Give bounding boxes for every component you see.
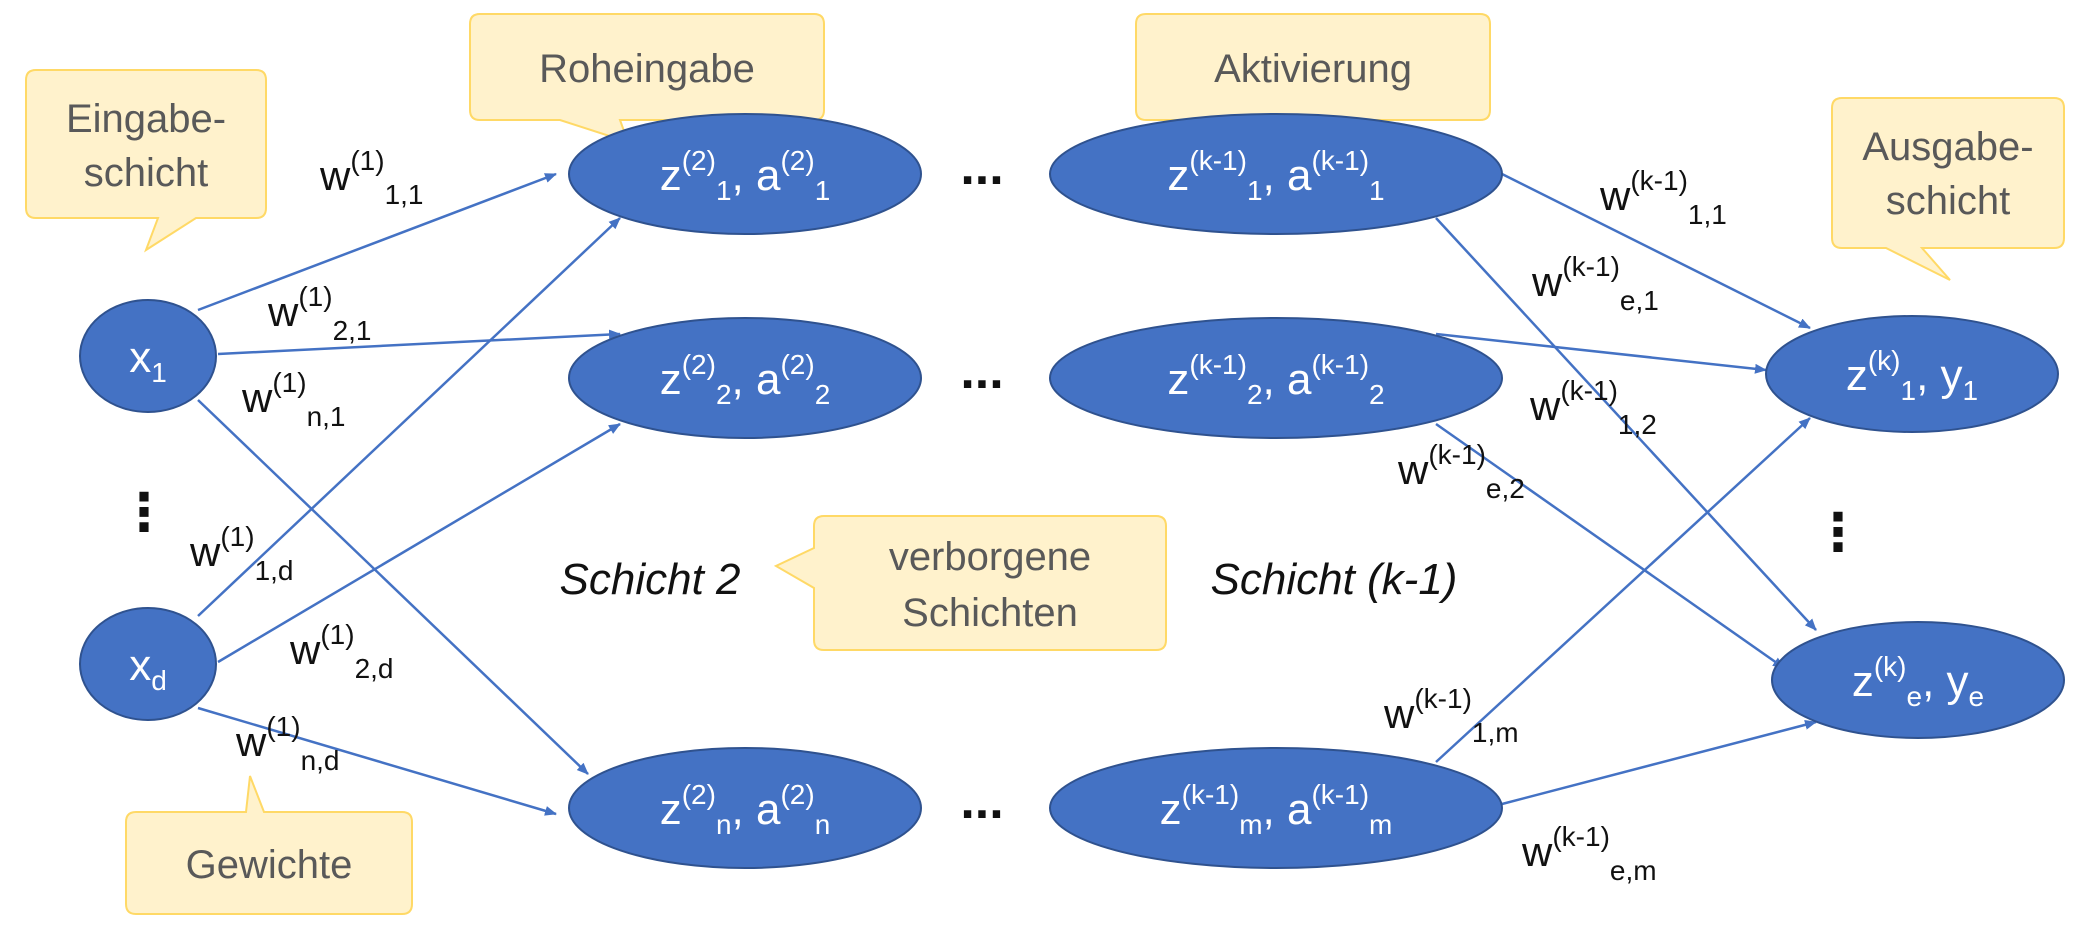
edge-lk1-m-out-1 (1435, 417, 1811, 763)
hidden-layer-k-1: z(k-1)1, a(k-1)1 z(k-1)2, a(k-1)2 z(k-1)… (1049, 113, 1503, 869)
node-x1: x1 (79, 299, 217, 413)
svg-text:z(k-1)1, a(k-1)1: z(k-1)1, a(k-1)1 (1167, 145, 1384, 206)
callout-verborgene-schichten: verborgene Schichten (773, 515, 1167, 651)
callout-gewichte: Gewichte (125, 775, 413, 915)
edge-xd-l2-n (197, 706, 557, 816)
hidden-layer-2: z(2)1, a(2)1 z(2)2, a(2)2 z(2)n, a(2)n (568, 113, 922, 869)
dots-vertical-input: ⋮ (118, 484, 170, 542)
edge-x1-l2-n (197, 399, 589, 775)
label-schicht-2: Schicht 2 (560, 555, 741, 604)
weight-wk12: w(k-1)1,2 (1529, 375, 1657, 440)
edge-lk1-m-out-e (1501, 719, 1817, 806)
label-schicht-k-1: Schicht (k-1) (1211, 555, 1458, 604)
callout-eingabe-line1: Eingabe- (66, 97, 226, 141)
weight-wn1: w(1)n,1 (241, 367, 346, 432)
callout-roheingabe: Roheingabe (469, 13, 825, 144)
node-lk1-1: z(k-1)1, a(k-1)1 (1049, 113, 1503, 235)
dots-row-2: ... (960, 342, 1003, 400)
weight-labels: w(1)1,1 w(1)2,1 w(1)n,1 w(1)1,d w(1)2,d … (189, 145, 1727, 886)
weight-w11: w(1)1,1 (319, 145, 424, 210)
weight-wke2: w(k-1)e,2 (1397, 439, 1525, 504)
callout-aktivierung: Aktivierung (1135, 13, 1491, 144)
svg-text:z(k-1)m, a(k-1)m: z(k-1)m, a(k-1)m (1160, 779, 1393, 840)
weight-wk1m: w(k-1)1,m (1383, 683, 1519, 748)
svg-text:x1: x1 (129, 333, 167, 388)
svg-text:z(k)1, y1: z(k)1, y1 (1846, 345, 1978, 406)
dots-row-1: ... (960, 138, 1003, 196)
input-layer: x1 xd (79, 299, 217, 721)
edge-x1-l2-1 (197, 172, 557, 312)
callout-verborgen-line2: Schichten (902, 591, 1078, 635)
ellipses: ... ... ... ⋮ ⋮ (118, 138, 1864, 830)
dots-row-n: ... (960, 772, 1003, 830)
edge-lk1-1-out-1 (1501, 172, 1811, 330)
weight-wnd: w(1)n,d (235, 711, 340, 776)
weight-wkem: w(k-1)e,m (1521, 821, 1657, 886)
edge-lk1-2-out-1 (1435, 332, 1767, 374)
node-l2-n: z(2)n, a(2)n (568, 747, 922, 869)
node-xd: xd (79, 607, 217, 721)
dots-vertical-output: ⋮ (1812, 504, 1864, 562)
svg-text:z(2)2, a(2)2: z(2)2, a(2)2 (660, 349, 831, 410)
node-l2-1: z(2)1, a(2)1 (568, 113, 922, 235)
callout-ausgabe-line2: schicht (1886, 179, 2011, 223)
callout-ausgabe-line1: Ausgabe- (1862, 125, 2033, 169)
svg-text:xd: xd (129, 641, 167, 696)
callout-verborgen-line1: verborgene (889, 535, 1091, 579)
callout-gewichte-text: Gewichte (186, 843, 353, 887)
svg-text:z(k-1)2, a(k-1)2: z(k-1)2, a(k-1)2 (1167, 349, 1384, 410)
callout-eingabe-line2: schicht (84, 151, 209, 195)
edge-lk1-1-out-e (1435, 217, 1817, 631)
weight-wke1: w(k-1)e,1 (1531, 251, 1659, 316)
callout-roheingabe-text: Roheingabe (539, 47, 755, 91)
callout-eingabeschicht: Eingabe- schicht (25, 69, 267, 253)
output-layer: z(k)1, y1 z(k)e, ye (1765, 315, 2065, 739)
node-lk1-m: z(k-1)m, a(k-1)m (1049, 747, 1503, 869)
edges (197, 172, 1817, 816)
edge-xd-l2-1 (197, 217, 621, 617)
node-lk1-2: z(k-1)2, a(k-1)2 (1049, 317, 1503, 439)
callout-ausgabeschicht: Ausgabe- schicht (1831, 97, 2065, 281)
weight-w21: w(1)2,1 (267, 281, 372, 346)
svg-text:z(k)e, ye: z(k)e, ye (1852, 651, 1984, 712)
node-out-e: z(k)e, ye (1771, 621, 2065, 739)
edge-x1-l2-2 (217, 329, 621, 356)
callout-aktivierung-text: Aktivierung (1214, 47, 1412, 91)
edge-xd-l2-2 (217, 422, 621, 664)
weight-w1d: w(1)1,d (189, 521, 294, 586)
node-l2-2: z(2)2, a(2)2 (568, 317, 922, 439)
svg-text:z(2)n, a(2)n: z(2)n, a(2)n (660, 779, 831, 840)
node-out-1: z(k)1, y1 (1765, 315, 2059, 433)
svg-text:z(2)1, a(2)1: z(2)1, a(2)1 (660, 145, 831, 206)
weight-w2d: w(1)2,d (289, 619, 394, 684)
edge-lk1-2-out-e (1435, 422, 1785, 670)
weight-wk11: w(k-1)1,1 (1599, 165, 1727, 230)
